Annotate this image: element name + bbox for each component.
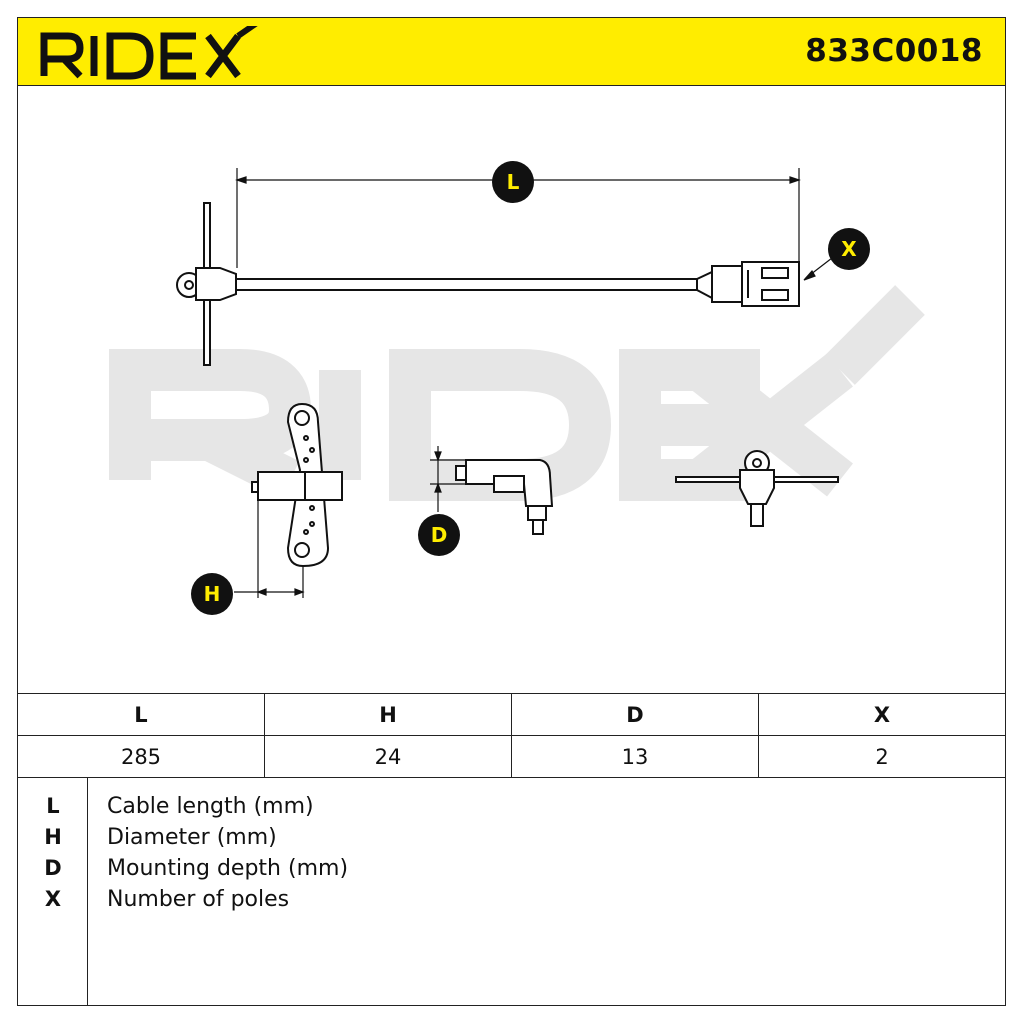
callout-X: X	[828, 228, 870, 270]
svg-text:H: H	[204, 582, 221, 606]
spec-value-X: 2	[758, 735, 1006, 778]
header-bar: 833C0018	[17, 17, 1006, 86]
arrow-X	[803, 257, 833, 281]
spec-header-H: H	[264, 693, 512, 736]
legend-key: X	[44, 887, 62, 911]
spec-header-row: L H D X	[17, 693, 1006, 736]
legend-row-D: D Mounting depth (mm)	[18, 856, 1005, 887]
spec-header-D: D	[511, 693, 759, 736]
legend-row-L: L Cable length (mm)	[18, 794, 1005, 825]
legend: L Cable length (mm) H Diameter (mm) D Mo…	[17, 777, 1006, 1006]
legend-text: Diameter (mm)	[107, 825, 277, 850]
technical-drawing: L X D H	[109, 161, 925, 615]
legend-row-H: H Diameter (mm)	[18, 825, 1005, 856]
spec-value-row: 285 24 13 2	[17, 735, 1006, 778]
spec-value-D: 13	[511, 735, 759, 778]
callout-L: L	[492, 161, 534, 203]
legend-key: H	[44, 825, 62, 849]
legend-divider	[87, 778, 88, 1005]
sensor-front-view	[251, 402, 343, 568]
svg-text:X: X	[841, 237, 857, 261]
sensor-angled-view	[455, 459, 554, 535]
part-number: 833C0018	[805, 33, 983, 69]
legend-text: Number of poles	[107, 887, 290, 912]
spec-value-H: 24	[264, 735, 512, 778]
svg-text:L: L	[507, 170, 520, 194]
spec-header-X: X	[758, 693, 1006, 736]
legend-key: L	[46, 794, 60, 818]
callout-D: D	[418, 514, 460, 556]
dimension-H	[234, 500, 305, 598]
svg-text:D: D	[431, 523, 448, 547]
legend-key: D	[44, 856, 62, 880]
spec-value-L: 285	[17, 735, 265, 778]
callout-H: H	[191, 573, 233, 615]
sensor-side-view	[176, 202, 800, 366]
ridex-logo	[40, 26, 258, 80]
dimension-D	[430, 446, 466, 512]
spec-header-L: L	[17, 693, 265, 736]
sensor-top-view	[675, 450, 839, 527]
legend-text: Mounting depth (mm)	[107, 856, 349, 881]
legend-text: Cable length (mm)	[107, 794, 314, 819]
ridex-watermark	[109, 285, 925, 501]
spec-table: L H D X 285 24 13 2	[17, 693, 1006, 778]
legend-row-X: X Number of poles	[18, 887, 1005, 918]
